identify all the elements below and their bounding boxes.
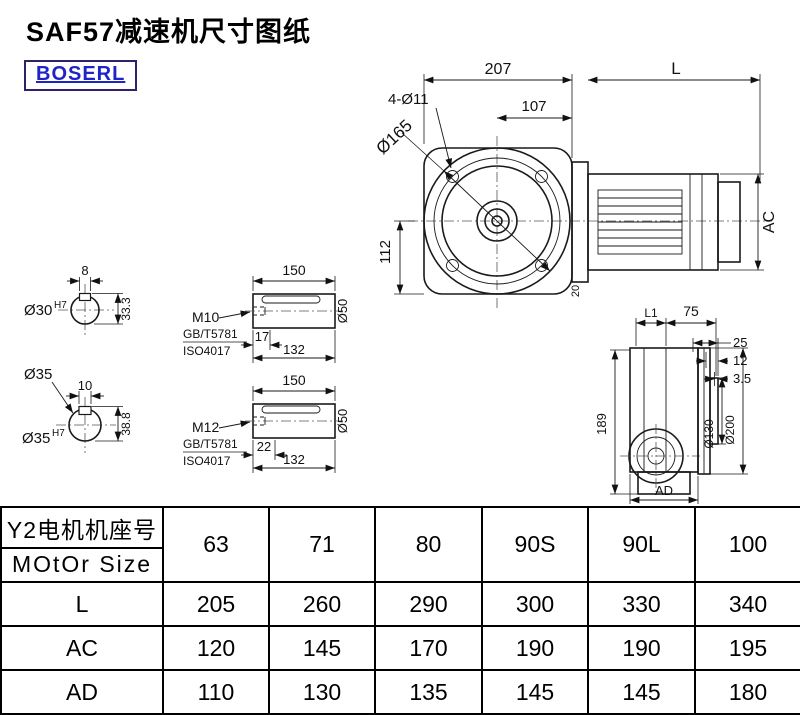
- AC-value-cell: 195: [694, 625, 800, 671]
- L-value-cell: 300: [481, 581, 589, 627]
- motor-size-header-cell: Y2电机机座号 MOtOr Size: [0, 506, 164, 583]
- bolt-holes-label: 4-Ø11: [388, 91, 429, 108]
- dia-200-label: Ø200: [723, 415, 737, 445]
- dim-189-label: 189: [594, 413, 609, 435]
- AC-value-cell: 190: [481, 625, 589, 671]
- AD-value-cell: 135: [374, 669, 483, 715]
- page-header: SAF57减速机尺寸图纸: [26, 10, 311, 49]
- AC-value-cell: 170: [374, 625, 483, 671]
- technical-drawing: 207 L 107 4-Ø11 Ø165 112 AC 20: [22, 59, 778, 504]
- dim-207-label: 207: [485, 61, 512, 78]
- shaft-section-2: Ø35 10 Ø35 H7 38.8: [22, 366, 133, 453]
- dim-L1-label: L1: [644, 306, 658, 320]
- dim-12-label: 12: [733, 353, 747, 368]
- boserl-logo-text: BOSERL: [36, 63, 126, 85]
- shaft2-thread-len-label: 22: [257, 439, 271, 454]
- shaft1-std-gb-label: GB/T5781: [183, 327, 238, 341]
- L-value-cell: 260: [268, 581, 376, 627]
- size-90L-cell: 90L: [587, 506, 696, 583]
- table-row-AD: AD 110 130 135 145 145 180: [0, 669, 800, 715]
- page-title: SAF57减速机尺寸图纸: [26, 17, 312, 47]
- shaft1-dia-label: Ø50: [335, 299, 350, 324]
- AD-value-cell: 145: [587, 669, 696, 715]
- bore-35-label: Ø35: [22, 430, 50, 447]
- shaft2-std-gb-label: GB/T5781: [183, 437, 238, 451]
- shaft1-key-len-label: 132: [283, 342, 305, 357]
- key-depth-333-label: 33.3: [119, 297, 133, 321]
- size-80-cell: 80: [374, 506, 483, 583]
- dim-20-label: 20: [570, 285, 582, 297]
- bore-30-tol-label: H7: [54, 300, 67, 311]
- dim-L-label: L: [671, 59, 680, 78]
- shaft1-std-iso-label: ISO4017: [183, 344, 231, 358]
- AC-value-cell: 145: [268, 625, 376, 671]
- AD-value-cell: 130: [268, 669, 376, 715]
- dim-112-label: 112: [377, 240, 394, 264]
- shaft2-std-iso-label: ISO4017: [183, 454, 231, 468]
- L-value-cell: 205: [162, 581, 270, 627]
- shaft-dia-35-label: Ø35: [24, 366, 52, 383]
- bore-35-tol-label: H7: [52, 428, 65, 439]
- motor-size-label-en: MOtOr Size: [11, 551, 153, 577]
- shaft-detail-2: 150 M12 GB/T5781 ISO4017 22 132 Ø50: [183, 372, 350, 473]
- bore-30-label: Ø30: [24, 302, 52, 319]
- L-value-cell: 330: [587, 581, 696, 627]
- dim-AD-label: AD: [655, 483, 673, 498]
- shaft1-thread-len-label: 17: [255, 329, 269, 344]
- flange-dia-label: Ø165: [373, 116, 416, 158]
- key-depth-388-label: 38.8: [119, 412, 133, 436]
- dim-75-label: 75: [683, 303, 699, 319]
- dim-3-5-label: 3.5: [733, 371, 751, 386]
- dim-AC-label: AC: [761, 211, 778, 233]
- motor-size-label-cn: Y2电机机座号: [2, 508, 162, 549]
- shaft-detail-1: 150 M10 GB/T5781 ISO4017 17 132 Ø50: [183, 262, 350, 363]
- shaft1-length-label: 150: [282, 262, 306, 278]
- row-AD-label: AD: [0, 669, 164, 715]
- AD-value-cell: 180: [694, 669, 800, 715]
- shaft-section-1: 8 Ø30 H7 33.3: [24, 263, 133, 338]
- shaft2-key-len-label: 132: [283, 452, 305, 467]
- AD-value-cell: 145: [481, 669, 589, 715]
- front-view: 207 L 107 4-Ø11 Ø165 112 AC 20: [373, 59, 778, 308]
- key-width-8-label: 8: [81, 263, 88, 278]
- dim-107-label: 107: [521, 98, 546, 115]
- dim-25-label: 25: [733, 335, 747, 350]
- size-90S-cell: 90S: [481, 506, 589, 583]
- size-100-cell: 100: [694, 506, 800, 583]
- shaft1-thread-label: M10: [192, 309, 219, 325]
- row-AC-label: AC: [0, 625, 164, 671]
- shaft2-thread-label: M12: [192, 419, 219, 435]
- dia-130-label: Ø130: [702, 419, 716, 449]
- table-header-row: Y2电机机座号 MOtOr Size 63 71 80 90S 90L 100: [0, 506, 800, 583]
- AD-value-cell: 110: [162, 669, 270, 715]
- table-row-L: L 205 260 290 300 330 340: [0, 581, 800, 627]
- shaft2-dia-label: Ø50: [335, 409, 350, 434]
- size-71-cell: 71: [268, 506, 376, 583]
- AC-value-cell: 120: [162, 625, 270, 671]
- boserl-logo: BOSERL: [24, 60, 138, 91]
- shaft2-length-label: 150: [282, 372, 306, 388]
- key-width-10-label: 10: [78, 378, 92, 393]
- L-value-cell: 340: [694, 581, 800, 627]
- L-value-cell: 290: [374, 581, 483, 627]
- AC-value-cell: 190: [587, 625, 696, 671]
- table-row-AC: AC 120 145 170 190 190 195: [0, 625, 800, 671]
- row-L-label: L: [0, 581, 164, 627]
- side-view: L1 75 25 12 3.5 Ø130 Ø200 189 AD: [594, 303, 751, 504]
- size-63-cell: 63: [162, 506, 270, 583]
